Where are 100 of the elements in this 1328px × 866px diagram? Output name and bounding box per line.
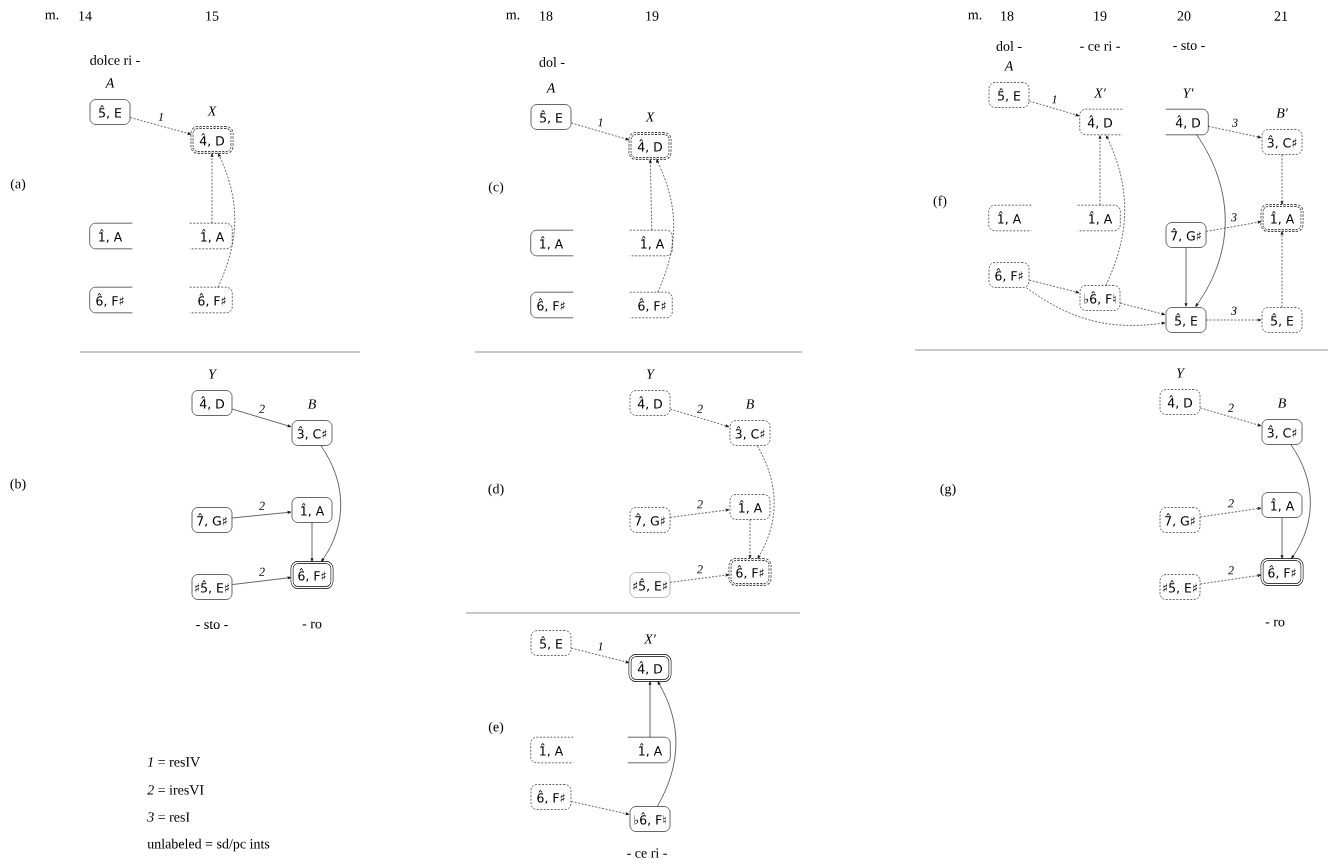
scale-degree-box: 1̂, A: [1077, 204, 1121, 232]
scale-degree-box: 6̂, F♯: [189, 286, 233, 314]
arrow: [670, 508, 730, 518]
arrow: [1200, 507, 1262, 518]
scale-degree-box: 7̂, G♯: [1159, 507, 1201, 533]
label: 19: [646, 11, 659, 21]
scale-degree-box: 1̂, A: [89, 222, 133, 250]
label: m.: [506, 12, 520, 20]
arrow: [1280, 154, 1284, 205]
scale-degree-box: 5̂, E: [1261, 307, 1303, 333]
arrow: [657, 681, 677, 807]
edge-label: 2: [259, 567, 265, 576]
scale-degree-box: 1̂, A: [530, 229, 574, 257]
label: - sto -: [1173, 42, 1205, 50]
node-caption: B: [1277, 398, 1286, 408]
scale-degree-box: 4̂, D: [1165, 108, 1209, 136]
label: (g): [940, 483, 956, 497]
label: - ro: [1265, 619, 1285, 627]
label: 18: [1001, 11, 1014, 21]
arrow: [217, 153, 236, 288]
scale-degree-box: 4̂, D: [191, 390, 233, 416]
edge-label: 2: [259, 404, 265, 413]
node-caption: Y′: [1183, 88, 1194, 98]
label: 20: [1177, 11, 1191, 21]
label: 1 = resIV: [147, 757, 201, 767]
label: 14: [79, 11, 92, 21]
node-caption: B: [307, 399, 316, 409]
label: m.: [968, 12, 982, 20]
arrow: [748, 519, 752, 559]
label: (f): [933, 195, 947, 209]
label: - ro: [302, 621, 322, 629]
arrow: [1280, 517, 1284, 559]
arrow: [1206, 318, 1262, 322]
scale-degree-box: 6̂, F♯: [89, 286, 133, 314]
scale-degree-box: 4̂, D: [190, 126, 234, 154]
arrow: [571, 801, 630, 815]
scale-degree-box: 6̂, F♯: [988, 262, 1030, 288]
scale-degree-box: ♯5̂, E♯: [191, 574, 233, 600]
label: dolce ri -: [90, 55, 140, 65]
edge-label: 3: [1232, 118, 1238, 127]
scale-degree-box: 3̂, C♯: [1261, 419, 1303, 445]
node-caption: B′: [1276, 108, 1288, 118]
label: 2 = iresVI: [147, 785, 204, 795]
node-caption: Y: [646, 369, 656, 379]
edge-label: 2: [697, 565, 703, 574]
label: 19: [1094, 11, 1107, 21]
scale-degree-box: 1̂, A: [729, 494, 771, 520]
arrow: [232, 576, 292, 585]
scale-degree-box: ♭6̂, F♮: [629, 806, 671, 832]
scale-degree-box: 4̂, D: [1159, 389, 1201, 415]
scale-degree-box: 3̂, C♯: [1261, 129, 1303, 155]
arrow: [130, 117, 192, 135]
arrow: [320, 445, 342, 562]
scale-degree-box: 1̂, A: [1261, 492, 1303, 518]
arrow: [1200, 574, 1262, 585]
node-caption: Y: [208, 369, 218, 379]
arrow: [656, 159, 674, 293]
scale-degree-box: 4̂, D: [1079, 108, 1123, 136]
label: (d): [488, 483, 504, 497]
label: 3 = resI: [147, 812, 190, 822]
arrow: [648, 681, 652, 738]
arrow: [1206, 220, 1262, 232]
label: - sto -: [196, 621, 228, 629]
arrow: [232, 408, 292, 428]
scale-degree-box: 5̂, E: [530, 104, 572, 130]
label: (a): [10, 178, 26, 192]
edge-label: 1: [597, 118, 603, 127]
scale-degree-box: 5̂, E: [988, 82, 1030, 108]
node-caption: X: [645, 112, 655, 122]
label: 18: [540, 11, 553, 21]
arrow: [1026, 287, 1166, 326]
scale-degree-box: ♯5̂, E♯: [1159, 574, 1201, 600]
arrow: [210, 153, 214, 224]
arrow: [1120, 302, 1166, 316]
label: - ce ri -: [627, 848, 667, 858]
arrow: [571, 647, 630, 664]
scale-degree-box: 6̂, F♯: [629, 291, 673, 319]
edge-label: 2: [1228, 499, 1234, 508]
arrow: [1105, 135, 1126, 286]
edge-label: 2: [259, 501, 265, 510]
arrow: [571, 122, 630, 141]
arrow: [670, 408, 730, 428]
scale-degree-box: 4̂, D: [629, 390, 671, 416]
arrow: [1280, 231, 1284, 308]
label: 15: [206, 11, 219, 21]
edge-label: 2: [697, 500, 703, 509]
arrow: [310, 522, 314, 562]
label: m.: [45, 12, 59, 20]
edge-label: 3: [1231, 213, 1237, 222]
arrow: [670, 573, 730, 583]
node-caption: A: [1003, 61, 1014, 71]
arrow: [1029, 100, 1080, 117]
node-caption: A: [104, 78, 115, 88]
arrow: [1098, 135, 1102, 206]
scale-degree-box: 6̂, F♯: [530, 784, 572, 810]
scale-degree-box: 5̂, E: [530, 630, 572, 656]
node-caption: B: [745, 399, 754, 409]
arrow: [1208, 126, 1262, 139]
label: (b): [10, 478, 26, 492]
scale-degree-box: 5̂, E: [89, 99, 131, 125]
